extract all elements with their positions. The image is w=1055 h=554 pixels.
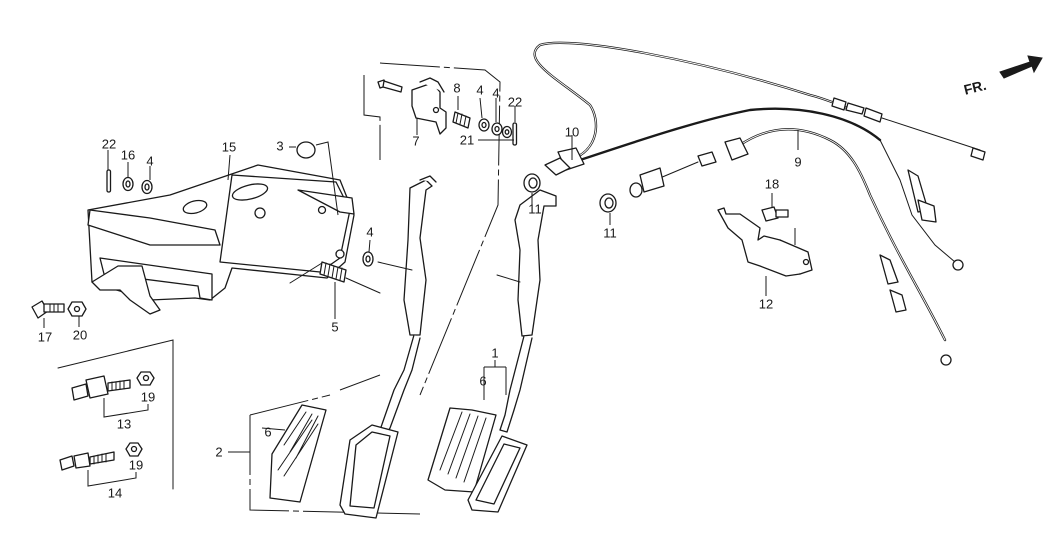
callout-6-left[interactable]: 6 (264, 424, 272, 440)
pedal-arm-left (371, 175, 437, 449)
callout-22-left[interactable]: 22 (101, 136, 117, 152)
callout-6-right[interactable]: 6 (479, 373, 487, 389)
pedal-pad-6-right (427, 407, 497, 493)
front-direction-arrow-icon (999, 55, 1043, 79)
callout-22-upper[interactable]: 22 (507, 94, 523, 110)
switch-group-outline (57, 339, 174, 490)
bolt-18 (761, 206, 789, 222)
bolt-upper (377, 79, 403, 93)
callout-18[interactable]: 18 (764, 176, 780, 192)
callout-17[interactable]: 17 (37, 329, 53, 345)
bracket-7 (411, 77, 447, 135)
pedal-pad-6-left (269, 404, 327, 503)
leader-cap (289, 141, 339, 216)
callout-4-upper-b[interactable]: 4 (492, 85, 500, 101)
pin-22-left (106, 169, 112, 193)
callout-11-left[interactable]: 11 (528, 201, 542, 217)
callout-4-mid[interactable]: 4 (366, 224, 374, 240)
pedal-arm-right (496, 189, 557, 433)
pedal-plate-right (467, 435, 528, 513)
callout-2[interactable]: 2 (215, 444, 223, 460)
callout-19-lower[interactable]: 19 (128, 457, 144, 473)
callout-21[interactable]: 21 (459, 132, 475, 148)
cap (296, 141, 316, 159)
callout-20[interactable]: 20 (72, 327, 88, 343)
pedal-group-2-outline (249, 374, 421, 515)
callout-12[interactable]: 12 (758, 296, 774, 312)
callout-4-left[interactable]: 4 (146, 153, 154, 169)
callout-5[interactable]: 5 (331, 319, 339, 335)
callout-11-right[interactable]: 11 (603, 225, 617, 241)
pedal-bracket (87, 164, 355, 315)
callout-1[interactable]: 1 (491, 345, 499, 361)
grommet-11-right (599, 193, 617, 213)
bolt-17 (31, 300, 65, 319)
callout-3[interactable]: 3 (276, 138, 284, 154)
cable-bracket-12 (717, 207, 813, 277)
callout-16[interactable]: 16 (120, 147, 136, 163)
callout-15[interactable]: 15 (221, 139, 237, 155)
callout-9[interactable]: 9 (794, 154, 802, 170)
throttle-cable-9 (629, 128, 952, 366)
throttle-cable-10 (533, 41, 986, 271)
pedal-plate-left (339, 424, 399, 519)
callout-10[interactable]: 10 (564, 124, 580, 140)
callout-8[interactable]: 8 (453, 80, 461, 96)
return-spring (289, 261, 381, 294)
switch-13 (71, 375, 131, 401)
switch-14 (59, 451, 115, 471)
callout-19-upper[interactable]: 19 (140, 389, 156, 405)
callout-14[interactable]: 14 (107, 485, 123, 501)
upper-pedal-group-outline (363, 62, 501, 396)
grommet-11-left (523, 173, 541, 193)
callout-4-upper-a[interactable]: 4 (476, 82, 484, 98)
spring-8 (452, 111, 471, 129)
callout-7[interactable]: 7 (412, 133, 420, 149)
callout-13[interactable]: 13 (116, 416, 132, 432)
pin-22-upper (512, 122, 518, 146)
